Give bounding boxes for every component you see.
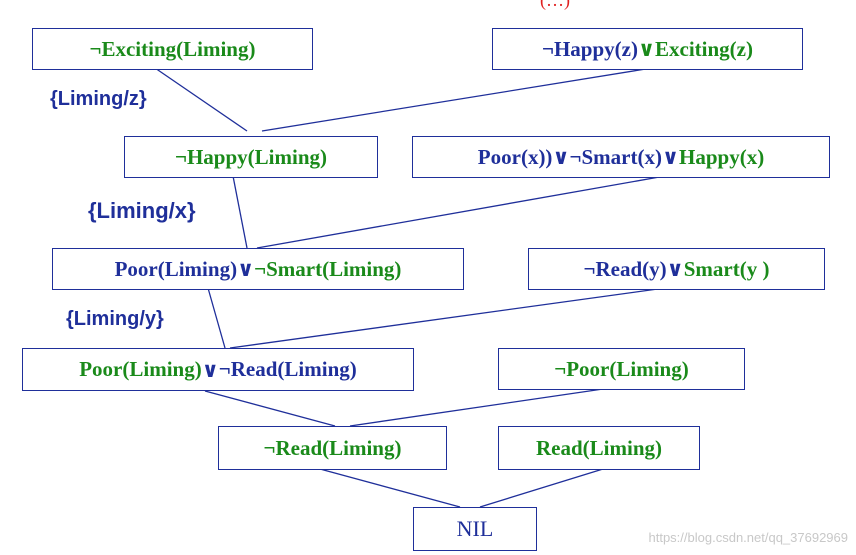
clause-text-part: Happy(x) <box>679 144 765 169</box>
clause-text-part: ¬Read(Liming) <box>263 435 402 460</box>
clause-not-read-y-or-smart-y: ¬Read(y)∨Smart(y ) <box>528 248 825 290</box>
clause-text-part: ¬Read(Liming) <box>218 357 357 381</box>
nil-node: NIL <box>413 507 537 551</box>
clause-text-part: Exciting(z) <box>655 36 753 61</box>
clause-not-happy-z-or-exciting-z: ¬Happy(z)∨Exciting(z) <box>492 28 803 70</box>
edge-n4-n5 <box>256 175 666 249</box>
nil-label: NIL <box>456 516 494 541</box>
clause-poor-liming-or-not-smart-liming: Poor(Liming)∨ ¬Smart(Liming) <box>52 248 464 290</box>
clause-poor-x-or-not-smart-x-or-happy-x: Poor(x))∨ ¬Smart(x)∨Happy(x) <box>412 136 830 178</box>
clause-text-part: ¬Poor(Liming) <box>554 356 689 381</box>
clause-text-part: ¬Happy(z) <box>541 36 638 61</box>
edge-n2-n3 <box>261 67 653 132</box>
clause-not-poor-liming: ¬Poor(Liming) <box>498 348 745 390</box>
clause-not-happy-liming: ¬Happy(Liming) <box>124 136 378 178</box>
clause-text-part: Poor(Liming) <box>114 256 238 281</box>
clause-text-part: Smart(y ) <box>683 256 770 281</box>
edge-n3-n5 <box>232 175 248 249</box>
clause-text-part: ∨ <box>201 357 219 382</box>
clause-text-part: ∨ <box>666 257 684 281</box>
clause-not-read-liming: ¬Read(Liming) <box>218 426 447 470</box>
clause-text-part: ¬Happy(Liming) <box>175 144 327 169</box>
edge-n10-nil <box>479 468 604 508</box>
edge-n8-n9 <box>349 388 604 427</box>
clause-text-part: ∨ <box>552 145 570 169</box>
watermark-url: https://blog.csdn.net/qq_37692969 <box>648 530 849 545</box>
clause-poor-liming-or-not-read-liming: Poor(Liming)∨ ¬Read(Liming) <box>22 348 414 391</box>
edge-n9-nil <box>319 468 461 508</box>
top-red-mark: (…) <box>540 0 570 10</box>
edge-n1-n3 <box>154 67 248 132</box>
edge-n7-n9 <box>204 390 336 427</box>
clause-text-part: Poor(Liming) <box>79 357 202 381</box>
clause-text-part: ¬Read(y) <box>583 256 667 281</box>
substitution-liming-x: {Liming/x} <box>88 198 196 223</box>
clause-read-liming: Read(Liming) <box>498 426 700 470</box>
clause-text-part: Poor(x)) <box>477 144 553 169</box>
clause-text-part: ¬Smart(x) <box>569 144 662 169</box>
edge-n5-n7 <box>207 287 226 349</box>
clause-text-part: ∨ <box>237 257 255 281</box>
clause-text-part: ∨ <box>637 37 656 61</box>
clause-text-part: ∨ <box>661 145 680 169</box>
clause-text-part: Read(Liming) <box>536 435 662 460</box>
clause-not-exciting-liming: ¬Exciting(Liming) <box>32 28 313 70</box>
edge-n6-n7 <box>229 287 666 349</box>
substitution-liming-z: {Liming/z} <box>50 88 147 110</box>
clause-text-part: ¬Smart(Liming) <box>254 256 402 281</box>
substitution-liming-y: {Liming/y} <box>66 308 164 330</box>
clause-text-part: ¬Exciting(Liming) <box>89 36 256 61</box>
